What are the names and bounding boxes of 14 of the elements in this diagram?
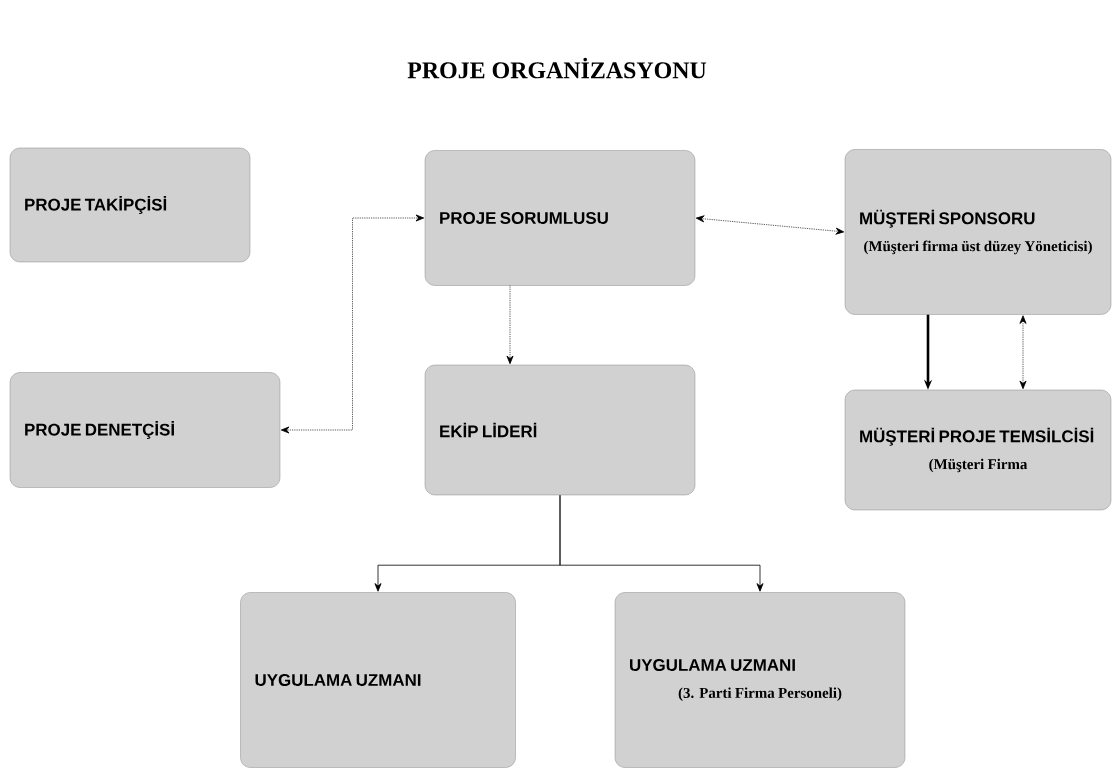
role-box: UYGULAMA UZMANI (3. Parti Firma Personeli) — [614, 592, 906, 768]
role-box: PROJE SORUMLUSU — [424, 150, 696, 286]
arrow — [280, 214, 425, 434]
role-box: PROJE DENETÇİSİ — [9, 372, 281, 488]
title: PROJE ORGANİZASYONU — [407, 57, 707, 79]
role-box: MÜŞTERİ SPONSORU (Müşteri firma üst düzey Yöneticisi) — [844, 149, 1112, 315]
role-box: EKİP LİDERİ — [424, 364, 696, 496]
arrow — [506, 285, 514, 365]
role-box: UYGULAMA UZMANI — [240, 592, 516, 768]
arrow — [695, 215, 845, 235]
role-box: MÜŞTERİ PROJE TEMSİLCİSİ (Müşteri Firma — [844, 389, 1112, 511]
arrow — [1019, 315, 1027, 390]
role-box: PROJE TAKİPÇİSİ — [9, 147, 251, 263]
arrow — [559, 494, 764, 592]
